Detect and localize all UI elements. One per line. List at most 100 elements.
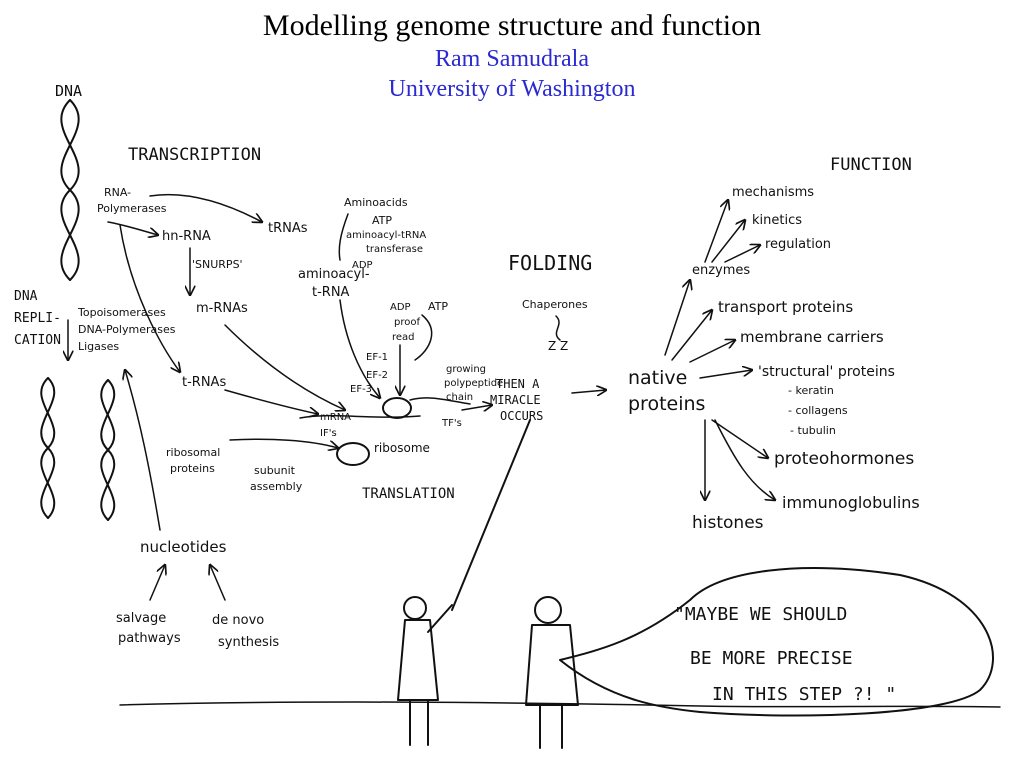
keratin-label: - keratin: [788, 384, 834, 397]
quote-line-2: BE MORE PRECISE: [690, 648, 853, 669]
arrow-to-t-rnas: [119, 224, 180, 372]
dna-replication-label-1: DNA: [14, 289, 38, 304]
slide-title: Modelling genome structure and function: [262, 9, 762, 42]
ground-line: [119, 701, 1001, 708]
transcription-label: TRANSCRIPTION: [128, 145, 261, 165]
de-novo-synthesis-label-1: de novo: [212, 613, 264, 628]
ribosome-label: ribosome: [374, 441, 430, 455]
snurps-label: 'SNURPS': [192, 258, 243, 271]
slide-author: Ram Samudrala: [435, 46, 589, 72]
t-rnas-upper-label: tRNAs: [268, 221, 308, 236]
proof-reading-label-2: read: [392, 332, 415, 343]
enzymes-label: enzymes: [692, 263, 750, 278]
rna-polymerases-label-1: RNA-: [104, 186, 131, 199]
aminoacyl-trna-label-2: t-RNA: [312, 285, 350, 300]
aminoacid-bracket: [338, 213, 349, 261]
ef2-label: EF-2: [366, 370, 388, 381]
dna-replication-label-3: CATION: [14, 333, 61, 348]
miracle-label-2: MIRACLE: [490, 393, 541, 407]
arrow-mrna-to-ribosome: [224, 324, 345, 410]
mrna-small-label: mRNA: [320, 412, 351, 423]
native-proteins-label-1: native: [628, 367, 687, 389]
function-label: FUNCTION: [830, 155, 912, 175]
t-rnas-lower-label: t-RNAs: [182, 375, 226, 390]
miracle-label-1: THEN A: [496, 377, 540, 391]
subunit-assembly-label-2: assembly: [250, 480, 303, 493]
arrow-miracle-to-native: [571, 390, 606, 393]
aminoacyl-trna-transferase-1: aminoacyl-tRNA: [346, 230, 426, 241]
arrow-to-miracle: [461, 405, 492, 410]
arrow-salvage-to-nucleotides: [149, 565, 165, 601]
speech-bubble: [559, 567, 994, 717]
adp-label-2: ADP: [390, 302, 411, 313]
function-arrows: [664, 200, 775, 500]
arrow-ribosomal-to-subunit: [229, 438, 338, 448]
hn-rna-label: hn-RNA: [162, 229, 211, 244]
quote-line-3: IN THIS STEP ?! ": [712, 684, 896, 705]
zz-label: Z Z: [548, 339, 568, 353]
dna-helix-replicated-right: [100, 379, 116, 521]
topoisomerases-label: Topoisomerases: [77, 306, 166, 319]
growing-chain-label-2: polypeptide: [444, 378, 503, 389]
immunoglobulins-label: immunoglobulins: [782, 493, 920, 512]
native-proteins-label-2: proteins: [628, 393, 705, 415]
adp-label-1: ADP: [352, 260, 373, 271]
quote-line-1: "MAYBE WE SHOULD: [674, 604, 847, 625]
ribosomal-proteins-label-2: proteins: [170, 462, 215, 475]
nucleotides-label: nucleotides: [140, 538, 227, 556]
dna-polymerases-label: DNA-Polymerases: [78, 323, 176, 336]
atp-loop: [414, 314, 433, 361]
arrow-aatrna-to-ribosome: [339, 299, 380, 398]
chaperone-squiggle: [555, 315, 561, 341]
arrow-denovo-to-nucleotides: [210, 565, 226, 601]
tubulin-label: - tubulin: [790, 424, 836, 437]
arrow-to-hn-rna: [107, 221, 158, 235]
ligases-label: Ligases: [78, 340, 119, 353]
membrane-carriers-label: membrane carriers: [740, 328, 884, 346]
atp-label-1: ATP: [372, 214, 392, 227]
structural-proteins-label: 'structural' proteins: [758, 364, 895, 380]
scientist-figure-left: [397, 596, 453, 746]
translation-label: TRANSLATION: [362, 486, 455, 502]
atp-label-2: ATP: [428, 300, 448, 313]
kinetics-label: kinetics: [752, 213, 802, 228]
proteohormones-label: proteohormones: [774, 449, 914, 469]
miracle-label-3: OCCURS: [500, 409, 543, 423]
salvage-pathways-label-1: salvage: [116, 611, 166, 626]
pointing-stick: [451, 419, 531, 611]
aminoacyl-trna-label-1: aminoacyl-: [298, 267, 370, 282]
aminoacyl-trna-transferase-2: transferase: [366, 244, 423, 255]
m-rnas-label: m-RNAs: [196, 301, 248, 316]
ef1-label: EF-1: [366, 352, 388, 363]
folding-label: FOLDING: [508, 251, 592, 275]
regulation-label: regulation: [765, 237, 831, 252]
growing-chain-label-1: growing: [446, 364, 486, 375]
arrow-nucleotides-to-replication: [125, 370, 161, 531]
arrow-trna-to-ribosome: [224, 389, 318, 414]
slide-header: Modelling genome structure and function …: [0, 8, 1024, 104]
de-novo-synthesis-label-2: synthesis: [218, 635, 279, 650]
ifs-label: IF's: [320, 428, 337, 439]
dna-replication-label-2: REPLI-: [14, 311, 61, 326]
transport-proteins-label: transport proteins: [718, 298, 853, 316]
proof-reading-label-1: proof: [394, 317, 420, 328]
dna-helix-top: [60, 99, 80, 281]
ribosomal-proteins-label-1: ribosomal: [166, 446, 220, 459]
rna-polymerases-label-2: Polymerases: [97, 202, 167, 215]
dna-label: DNA: [55, 82, 82, 100]
growing-chain-label-3: chain: [446, 392, 473, 403]
ef3-label: EF-3: [350, 384, 372, 395]
subunit-assembly-label-1: subunit: [254, 464, 296, 477]
dna-helix-replicated-left: [40, 377, 56, 519]
slide-affiliation: University of Washington: [388, 76, 636, 102]
histones-label: histones: [692, 513, 764, 533]
scientist-figure-right: [525, 596, 579, 749]
salvage-pathways-label-2: pathways: [118, 631, 181, 646]
arrow-to-trnas: [149, 193, 262, 222]
aminoacids-label: Aminoacids: [344, 196, 408, 209]
collagens-label: - collagens: [788, 404, 848, 417]
ribosome-shape: [299, 397, 471, 466]
chaperones-label: Chaperones: [522, 298, 588, 311]
tfs-label: TF's: [441, 418, 462, 429]
